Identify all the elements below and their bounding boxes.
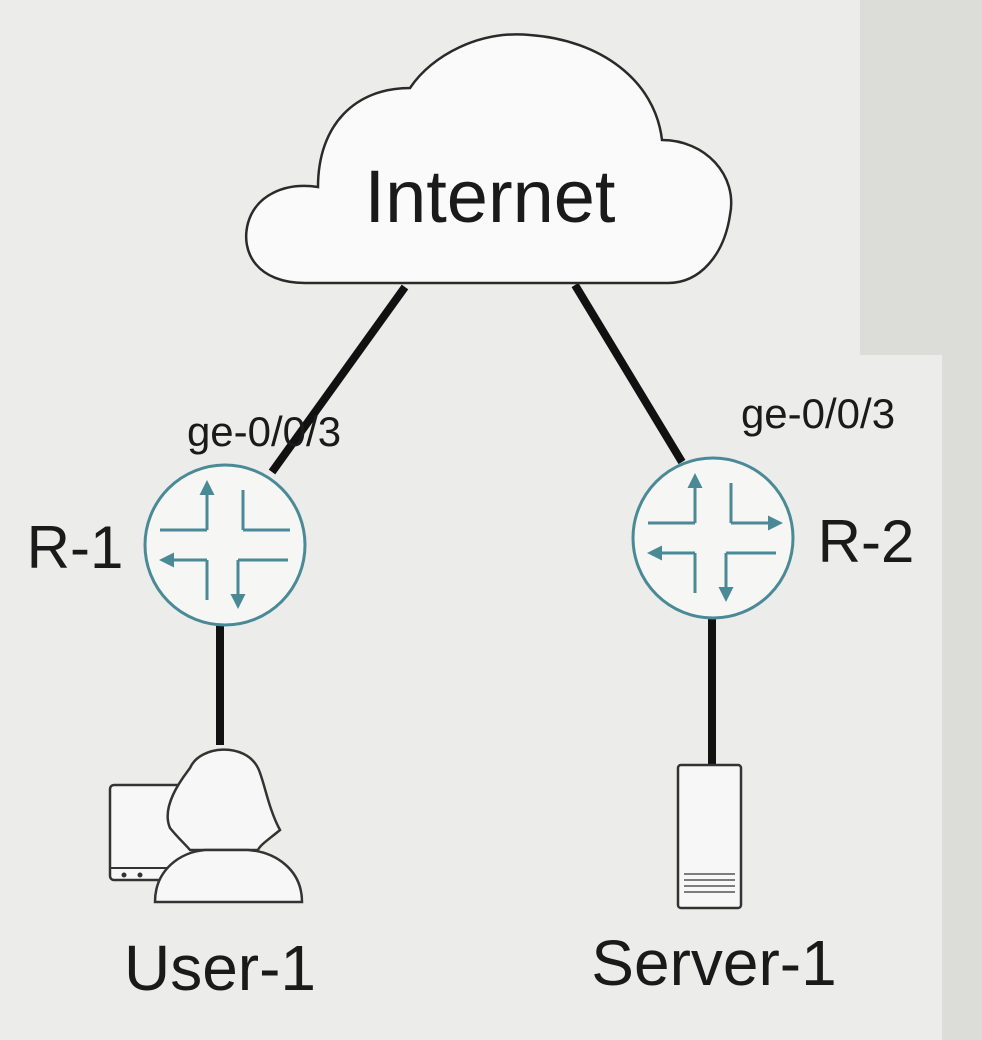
link-internet-r1 xyxy=(268,284,409,475)
r1-interface-label: ge-0/0/3 xyxy=(187,408,341,455)
r2-interface-label: ge-0/0/3 xyxy=(741,390,895,437)
link-internet-r2 xyxy=(571,282,686,465)
network-links xyxy=(216,282,716,765)
server-icon xyxy=(676,763,743,910)
user-label: User-1 xyxy=(124,932,316,1004)
r1-label: R-1 xyxy=(27,514,124,581)
server-label: Server-1 xyxy=(591,927,836,999)
router-r1-icon xyxy=(143,463,307,627)
r2-label: R-2 xyxy=(818,508,915,575)
router-r2-icon xyxy=(631,456,795,620)
user-workstation-icon xyxy=(108,748,304,904)
cloud-label: Internet xyxy=(365,155,616,238)
internet-cloud-icon xyxy=(244,33,733,285)
